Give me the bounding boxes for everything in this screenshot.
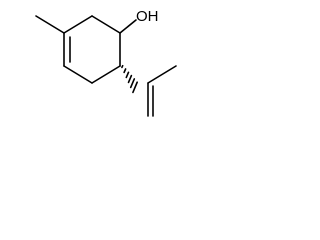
bond-isopropenyl-methyl (147, 65, 177, 84)
hash-line-6 (132, 81, 138, 94)
hash-line-2 (123, 68, 127, 74)
hash-line-4 (127, 74, 133, 84)
bond-ring-c2-c3 (63, 15, 93, 34)
bond-ring-c1-c2 (91, 15, 121, 34)
bond-methyl (35, 15, 65, 34)
molecule-structure: OH (35, 8, 177, 117)
hash-line-3 (125, 71, 130, 79)
bond-ring-c5-c6 (91, 65, 121, 84)
hydroxyl-label: OH (136, 8, 159, 25)
hash-line-5 (129, 78, 136, 89)
hash-line-1 (121, 64, 124, 69)
bond-hydroxyl (119, 19, 137, 34)
stereo-hash-bond (121, 64, 138, 94)
bond-ring-c4-c5 (63, 65, 93, 84)
